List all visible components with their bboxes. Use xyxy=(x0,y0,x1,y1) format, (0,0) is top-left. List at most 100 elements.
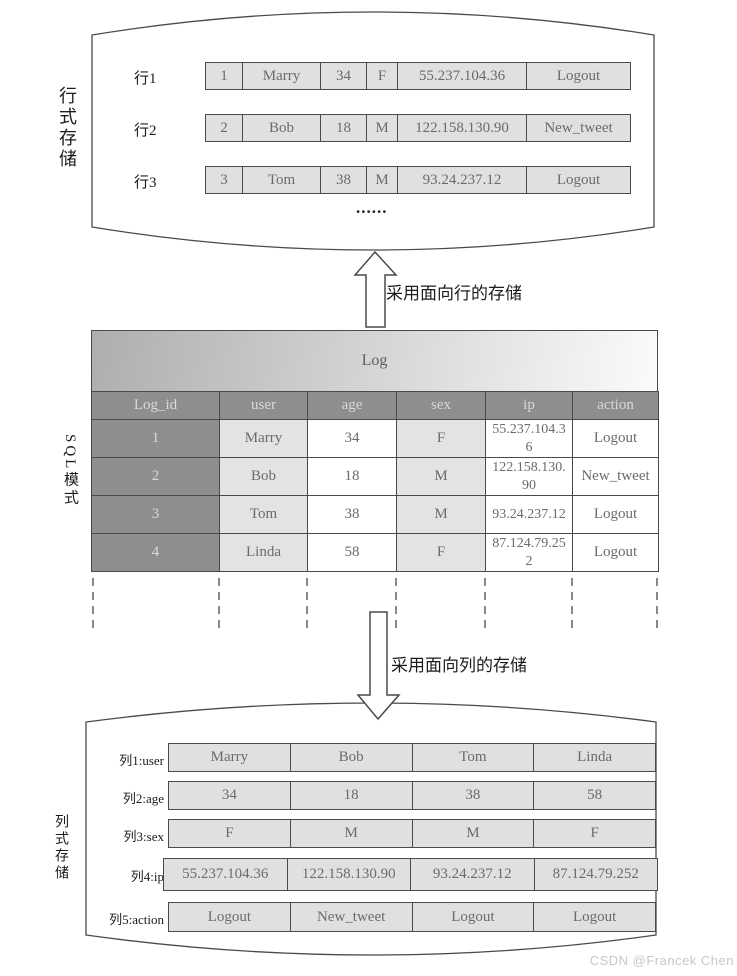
sql-cell: 87.124.79.252 xyxy=(485,533,573,572)
column-cell: 18 xyxy=(289,781,413,810)
sql-cell: Logout xyxy=(572,495,659,534)
record-row-label: 行1 xyxy=(134,71,157,87)
sql-cell: 4 xyxy=(91,533,220,572)
column-cell: 87.124.79.252 xyxy=(533,858,658,891)
watermark: CSDN @Francek Chen xyxy=(589,953,734,968)
sql-cell: 34 xyxy=(307,419,397,458)
sql-cell: Marry xyxy=(219,419,308,458)
record-cell: Marry xyxy=(242,62,321,90)
sql-data-row: 1 Marry 34 F 55.237.104.36 Logout xyxy=(91,419,659,458)
column-cell: 122.158.130.90 xyxy=(286,858,411,891)
column-cell: F xyxy=(533,819,656,848)
record-cell: Logout xyxy=(526,166,631,194)
sql-cell: 93.24.237.12 xyxy=(485,495,573,534)
sql-cell: 55.237.104.36 xyxy=(485,419,573,458)
sql-header-cell: action xyxy=(572,391,659,420)
sql-cell: M xyxy=(396,457,486,496)
column-cell: 55.237.104.36 xyxy=(163,858,288,891)
column-cell: Logout xyxy=(168,902,291,932)
sql-cell: Logout xyxy=(572,419,659,458)
record-cell: 18 xyxy=(320,114,367,142)
sql-cell: 38 xyxy=(307,495,397,534)
row-arrow-caption: 采用面向行的存储 xyxy=(386,284,522,303)
column-row-label: 列4:ip xyxy=(130,869,164,884)
column-cell: Linda xyxy=(533,743,656,772)
sql-cell: Logout xyxy=(572,533,659,572)
column-bar: Marry Bob Tom Linda xyxy=(168,743,656,772)
column-cell: Marry xyxy=(168,743,291,772)
column-cell: Logout xyxy=(411,902,535,932)
column-bar: 34 18 38 58 xyxy=(168,781,656,810)
column-storage-label: 列式存储 xyxy=(53,814,68,882)
sql-data-row: 3 Tom 38 M 93.24.237.12 Logout xyxy=(91,495,659,534)
column-bar: 55.237.104.36 122.158.130.90 93.24.237.1… xyxy=(163,858,658,891)
sql-header-row: Log_id user age sex ip action xyxy=(91,391,659,420)
sql-cell: Tom xyxy=(219,495,308,534)
column-cell: Bob xyxy=(289,743,413,772)
record-cell: New_tweet xyxy=(526,114,631,142)
sql-cell: M xyxy=(396,495,486,534)
record-cell: 38 xyxy=(320,166,367,194)
record-cell: Bob xyxy=(242,114,321,142)
record-cell: 122.158.130.90 xyxy=(397,114,527,142)
sql-cell: Linda xyxy=(219,533,308,572)
record-cell: M xyxy=(366,114,398,142)
sql-cell: Bob xyxy=(219,457,308,496)
sql-header-cell: Log_id xyxy=(91,391,220,420)
sql-cell: New_tweet xyxy=(572,457,659,496)
sql-header-cell: sex xyxy=(396,391,486,420)
column-bar: F M M F xyxy=(168,819,656,848)
column-cell: 58 xyxy=(533,781,656,810)
sql-cell: 58 xyxy=(307,533,397,572)
sql-table: Log Log_id user age sex ip action 1 Marr… xyxy=(91,330,659,572)
column-row-label: 列1:user xyxy=(119,753,164,768)
sql-cell: F xyxy=(396,533,486,572)
column-row-label: 列3:sex xyxy=(123,829,164,844)
record-bar: 3 Tom 38 M 93.24.237.12 Logout xyxy=(205,166,631,194)
column-cell: Logout xyxy=(533,902,656,932)
record-cell: 34 xyxy=(320,62,367,90)
sql-header-cell: user xyxy=(219,391,308,420)
record-cell: 3 xyxy=(205,166,243,194)
record-cell: Tom xyxy=(242,166,321,194)
record-cell: F xyxy=(366,62,398,90)
record-row-label: 行3 xyxy=(134,175,157,191)
record-row-label: 行2 xyxy=(134,123,157,139)
column-row-label: 列5:action xyxy=(109,912,164,927)
record-cell: 93.24.237.12 xyxy=(397,166,527,194)
sql-data-row: 2 Bob 18 M 122.158.130.90 New_tweet xyxy=(91,457,659,496)
sql-cell: F xyxy=(396,419,486,458)
column-cell: New_tweet xyxy=(289,902,413,932)
column-cell: 93.24.237.12 xyxy=(410,858,535,891)
sql-cell: 18 xyxy=(307,457,397,496)
column-cell: 38 xyxy=(411,781,535,810)
record-cell: 55.237.104.36 xyxy=(397,62,527,90)
sql-schema-label: SQL模式 xyxy=(62,434,78,508)
sql-cell: 2 xyxy=(91,457,220,496)
sql-cell: 122.158.130.90 xyxy=(485,457,573,496)
record-bar: 1 Marry 34 F 55.237.104.36 Logout xyxy=(205,62,631,90)
column-arrow-caption: 采用面向列的存储 xyxy=(391,656,527,675)
column-cell: F xyxy=(168,819,291,848)
column-cell: M xyxy=(289,819,413,848)
up-arrow-icon xyxy=(353,250,398,328)
record-cell: 1 xyxy=(205,62,243,90)
dashed-column-guides xyxy=(92,578,658,630)
sql-header-cell: age xyxy=(307,391,397,420)
sql-cell: 1 xyxy=(91,419,220,458)
sql-data-row: 4 Linda 58 F 87.124.79.252 Logout xyxy=(91,533,659,572)
down-arrow-icon xyxy=(356,611,401,721)
column-row-label: 列2:age xyxy=(122,791,164,806)
record-bar: 2 Bob 18 M 122.158.130.90 New_tweet xyxy=(205,114,631,142)
column-cell: M xyxy=(411,819,535,848)
sql-table-title: Log xyxy=(91,330,658,392)
column-bar: Logout New_tweet Logout Logout xyxy=(168,902,656,932)
record-cell: 2 xyxy=(205,114,243,142)
sql-header-cell: ip xyxy=(485,391,573,420)
row-storage-label: 行式存储 xyxy=(57,86,77,170)
sql-cell: 3 xyxy=(91,495,220,534)
column-cell: 34 xyxy=(168,781,291,810)
column-cell: Tom xyxy=(411,743,535,772)
record-cell: M xyxy=(366,166,398,194)
